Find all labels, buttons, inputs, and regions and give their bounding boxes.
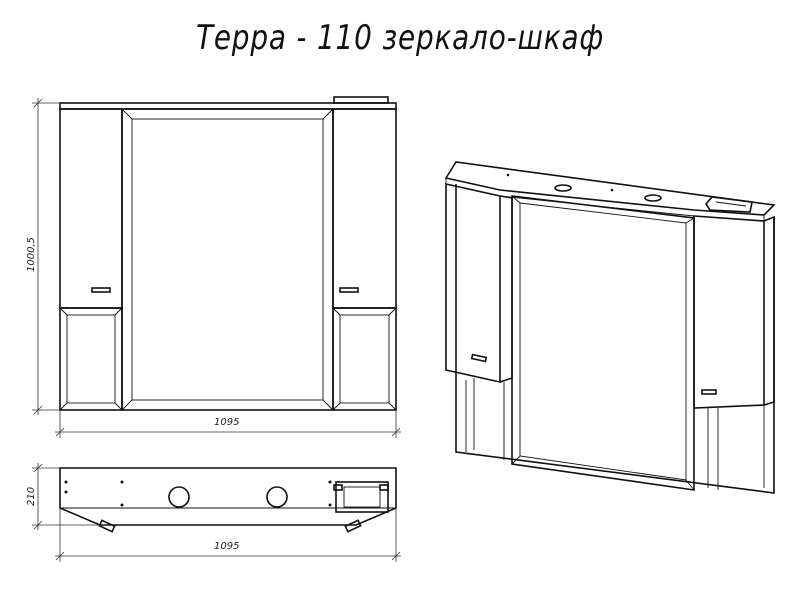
front-width-label: 1095	[214, 417, 239, 428]
depth-dimension: 210	[26, 463, 100, 530]
front-mirror-frame	[121, 108, 334, 411]
page-title: Терра - 110 зеркало-шкаф	[195, 18, 605, 58]
persp-right-handle	[701, 389, 717, 395]
top-left-hinge	[98, 519, 116, 533]
top-view	[59, 467, 397, 533]
persp-mirror-glass	[519, 202, 687, 481]
front-left-shelf	[59, 307, 123, 411]
front-light-fixture	[333, 96, 389, 104]
persp-right-door-edge	[763, 215, 775, 406]
perspective-view	[444, 161, 776, 494]
front-cornice	[59, 102, 397, 110]
front-view	[59, 96, 397, 411]
top-hole-left	[168, 486, 190, 508]
top-light-fixture	[335, 481, 389, 513]
front-left-cabinet	[59, 108, 123, 309]
height-label: 1000,5	[26, 237, 37, 272]
persp-mirror-frame	[511, 195, 695, 491]
persp-left-door-edge	[499, 195, 513, 383]
persp-right-door	[693, 215, 765, 409]
persp-left-door	[445, 183, 501, 383]
front-right-handle	[339, 287, 359, 293]
front-width-dimension: 1095	[55, 410, 401, 438]
front-mirror-glass	[131, 118, 324, 401]
top-hole-right	[266, 486, 288, 508]
persp-hole-right	[644, 194, 662, 202]
persp-light-fixture	[704, 196, 753, 213]
front-right-cabinet	[332, 108, 397, 309]
persp-hole-left	[554, 184, 572, 192]
top-width-dimension: 1095	[55, 508, 401, 562]
height-dimension: 1000,5	[26, 98, 60, 415]
top-right-hinge	[344, 519, 362, 533]
top-outline	[59, 467, 397, 526]
front-left-handle	[91, 287, 111, 293]
persp-left-handle	[470, 353, 488, 363]
top-width-label: 1095	[214, 541, 239, 552]
front-right-shelf	[332, 307, 397, 411]
depth-label: 210	[26, 487, 37, 506]
